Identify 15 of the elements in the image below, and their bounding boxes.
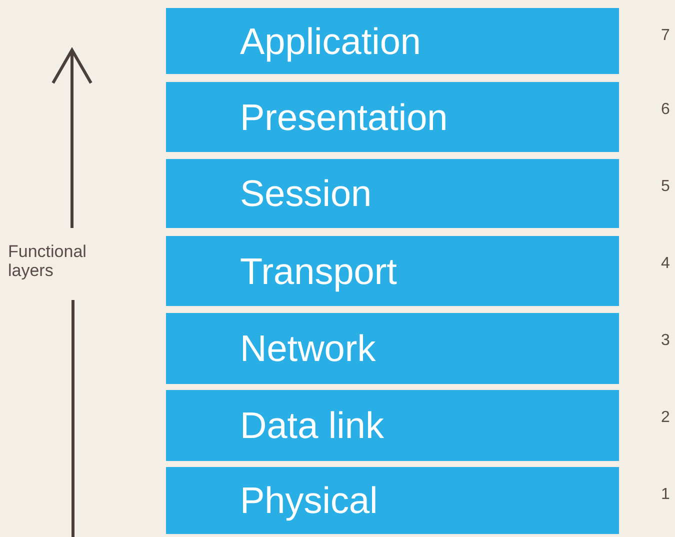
layer-number: 5 (661, 179, 670, 195)
layer-number: 7 (661, 28, 670, 44)
layer-number: 2 (661, 410, 670, 426)
layer-bar: Transport (166, 236, 619, 306)
layer-bar: Session (166, 159, 619, 228)
layer-number: 1 (661, 487, 670, 503)
layer-bar: Data link (166, 390, 619, 461)
layer-number: 3 (661, 333, 670, 349)
layer-bar: Presentation (166, 82, 619, 152)
layer-bar: Physical (166, 467, 619, 534)
layer-number: 6 (661, 102, 670, 118)
layer-bar: Network (166, 313, 619, 384)
layer-bar: Application (166, 8, 619, 74)
layer-number: 4 (661, 256, 670, 272)
axis-label: Functional layers (8, 242, 88, 280)
